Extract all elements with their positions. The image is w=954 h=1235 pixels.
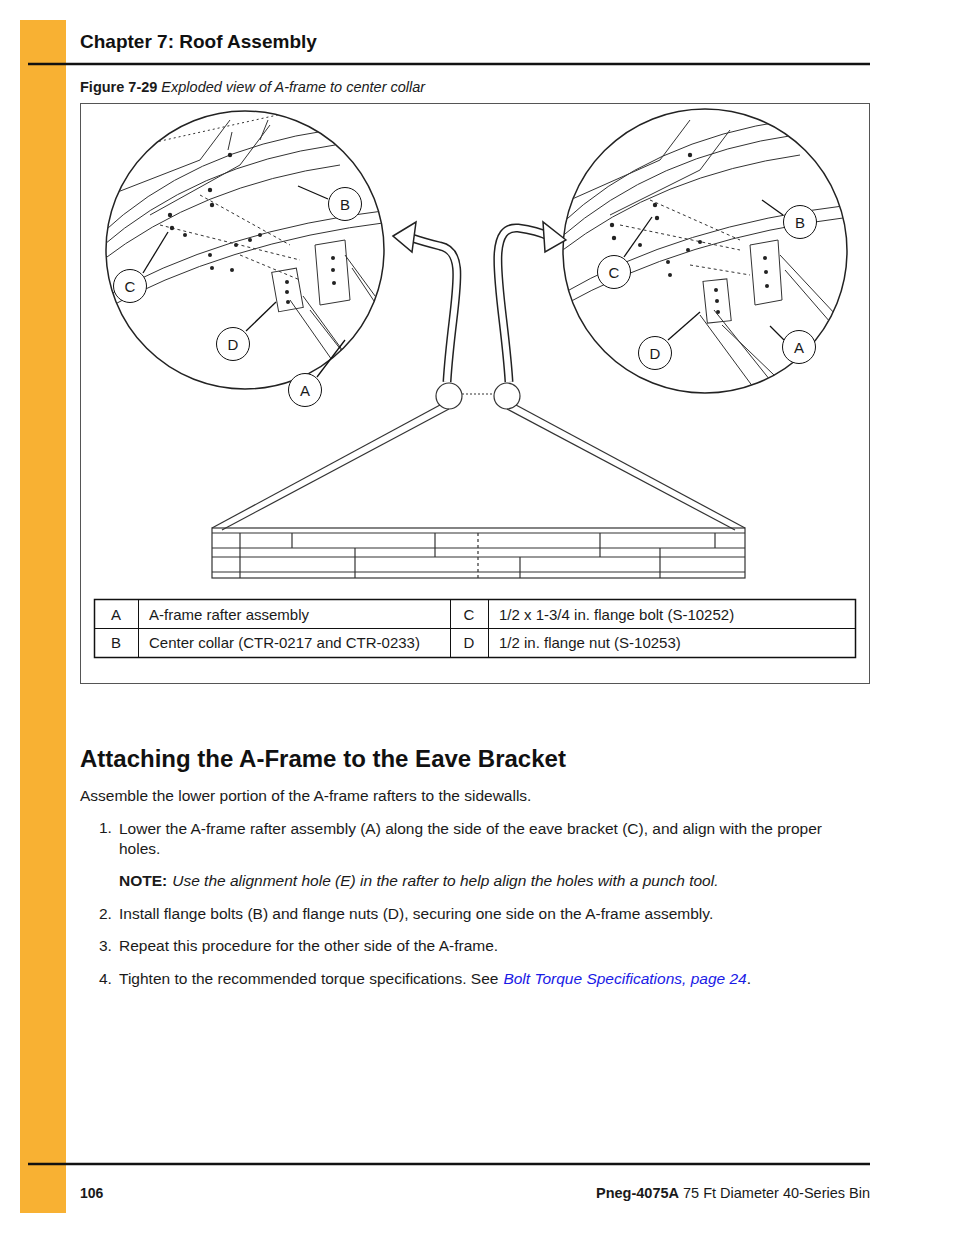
step-number: 4. bbox=[99, 970, 112, 988]
text-run: Pneg-4075A bbox=[596, 1185, 679, 1201]
text-run: . bbox=[747, 970, 751, 987]
figure-caption: Figure 7-29Exploded view of A-frame to c… bbox=[80, 79, 425, 95]
note-line: NOTE: Use the alignment hole (E) in the r… bbox=[119, 872, 719, 890]
a-frame-overview bbox=[212, 383, 745, 578]
body-text: Assemble the lower portion of the A-fram… bbox=[80, 787, 531, 805]
table-cell: 1/2 x 1-3/4 in. flange bolt (S-10252) bbox=[499, 606, 734, 623]
callout-circle: B bbox=[783, 205, 817, 239]
footer-rule bbox=[28, 1163, 870, 1166]
callout-letter: D bbox=[650, 345, 661, 362]
step-text: Install flange bolts (B) and flange nuts… bbox=[119, 905, 713, 923]
table-key: A bbox=[104, 606, 128, 623]
header-rule bbox=[28, 63, 870, 66]
detail-right bbox=[560, 109, 850, 410]
table-cell: 1/2 in. flange nut (S-10253) bbox=[499, 634, 681, 651]
step-number: 2. bbox=[99, 905, 112, 923]
parts-table bbox=[95, 600, 856, 658]
side-bar bbox=[20, 20, 66, 1213]
page-number: 106 bbox=[80, 1185, 103, 1201]
callout-circle: A bbox=[782, 330, 816, 364]
callout-circle: C bbox=[597, 255, 631, 289]
table-cell: A-frame rafter assembly bbox=[149, 606, 309, 623]
callout-circle: C bbox=[113, 269, 147, 303]
text-run: Exploded view of A-frame to center colla… bbox=[161, 79, 425, 95]
callout-letter: D bbox=[228, 336, 239, 353]
text-run: NOTE: bbox=[119, 872, 167, 889]
step-number: 1. bbox=[99, 819, 112, 837]
zoom-arrows bbox=[393, 222, 566, 382]
callout-letter: A bbox=[794, 339, 804, 356]
text-run: 75 Ft Diameter 40-Series Bin bbox=[683, 1185, 870, 1201]
step-text: Lower the A-frame rafter assembly (A) al… bbox=[119, 819, 839, 859]
table-key: D bbox=[457, 634, 481, 651]
step-number: 3. bbox=[99, 937, 112, 955]
callout-letter: B bbox=[340, 196, 350, 213]
callout-letter: C bbox=[609, 264, 620, 281]
detail-left bbox=[100, 110, 400, 400]
callout-circle: D bbox=[638, 336, 672, 370]
callout-circle: D bbox=[216, 327, 250, 361]
footer-title: Pneg-4075A75 Ft Diameter 40-Series Bin bbox=[596, 1185, 870, 1201]
callout-circle: A bbox=[288, 373, 322, 407]
text-run: Figure 7-29 bbox=[80, 79, 157, 95]
callout-circle: B bbox=[328, 187, 362, 221]
table-cell: Center collar (CTR-0217 and CTR-0233) bbox=[149, 634, 420, 651]
step-line: Tighten to the recommended torque specif… bbox=[119, 970, 751, 988]
table-key: B bbox=[104, 634, 128, 651]
text-run: Use the alignment hole (E) in the rafter… bbox=[172, 872, 718, 889]
table-key: C bbox=[457, 606, 481, 623]
leader-lines bbox=[143, 186, 784, 377]
text-run: Bolt Torque Specifications, page 24 bbox=[503, 970, 746, 987]
callout-letter: B bbox=[795, 214, 805, 231]
text-run: Tighten to the recommended torque specif… bbox=[119, 970, 498, 987]
chapter-header: Chapter 7: Roof Assembly bbox=[80, 31, 317, 53]
callout-letter: C bbox=[125, 278, 136, 295]
callout-letter: A bbox=[300, 382, 310, 399]
section-heading: Attaching the A-Frame to the Eave Bracke… bbox=[80, 745, 566, 773]
figure-frame bbox=[81, 104, 870, 684]
step-text: Repeat this procedure for the other side… bbox=[119, 937, 498, 955]
